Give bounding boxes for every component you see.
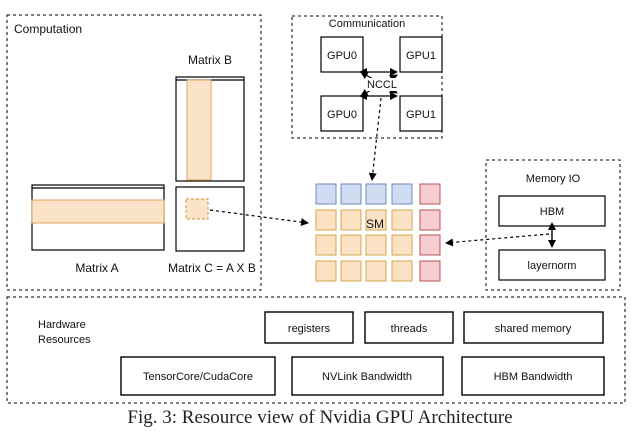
sm-red-cell <box>419 183 441 205</box>
computation-title: Computation <box>14 22 82 36</box>
resource-box <box>461 356 605 396</box>
sm-orange-cell <box>391 234 413 256</box>
sm-blue-cell <box>365 183 387 205</box>
memory-io-title: Memory IO <box>526 173 581 185</box>
hbm-box <box>498 195 606 227</box>
sm-red-cell <box>419 260 441 282</box>
matrix-c: Matrix C = A X B <box>168 186 256 275</box>
gpu-box <box>320 95 364 132</box>
resource-label: registers <box>288 323 331 335</box>
sm-orange-cell <box>391 260 413 282</box>
hardware-title-line2: Resources <box>38 334 91 346</box>
communication-panel: Communication GPU0 GPU1 GPU0 GPU1 NCCL <box>291 15 443 139</box>
sm-blue-cell <box>315 183 337 205</box>
memory-to-sm-arrow <box>445 233 550 247</box>
matrix-b-label: Matrix B <box>188 53 232 67</box>
sm-orange-cell <box>391 209 413 231</box>
resource-box <box>291 356 444 396</box>
sm-label: SM <box>366 217 384 231</box>
sm-orange-cell <box>365 260 387 282</box>
gpu-label: GPU0 <box>327 50 357 62</box>
hardware-title-line1: Hardware <box>38 319 86 331</box>
resource-label: shared memory <box>495 323 572 335</box>
matrix-a: Matrix A <box>31 184 165 275</box>
matrix-c-tile <box>185 198 209 220</box>
figure-caption: Fig. 3: Resource view of Nvidia GPU Arch… <box>127 407 513 428</box>
resource-box <box>264 311 354 344</box>
communication-title: Communication <box>329 18 405 30</box>
sm-orange-cell <box>340 234 362 256</box>
resource-box <box>463 311 604 344</box>
resource-label: TensorCore/CudaCore <box>143 371 253 383</box>
layernorm-box <box>498 249 606 281</box>
sm-orange-cell <box>315 209 337 231</box>
layernorm-label: layernorm <box>528 260 577 272</box>
gpu-label: GPU1 <box>406 50 436 62</box>
computation-panel: Computation Matrix B Matrix A Matrix C =… <box>6 14 262 291</box>
sm-orange-cell <box>340 260 362 282</box>
matrix-a-row-highlight <box>31 199 165 224</box>
gpu-box <box>399 95 443 132</box>
resource-label: threads <box>391 323 428 335</box>
resource-label: HBM Bandwidth <box>494 371 573 383</box>
matrix-a-label: Matrix A <box>75 261 118 275</box>
sm-orange-cell <box>340 209 362 231</box>
sm-orange-cell <box>315 234 337 256</box>
sm-red-cell <box>419 234 441 256</box>
matrix-c-label: Matrix C = A X B <box>168 261 256 275</box>
sm-red-cell <box>419 209 441 231</box>
memory-io-panel: Memory IO HBM layernorm <box>485 159 621 291</box>
sm-grid <box>315 183 441 282</box>
communication-to-sm-arrow <box>368 97 382 181</box>
resource-label: NVLink Bandwidth <box>322 371 412 383</box>
compute-to-sm-arrow <box>209 209 309 227</box>
sm-orange-cell <box>365 209 387 231</box>
gpu-label: GPU0 <box>327 109 357 121</box>
gpu-box <box>399 36 443 73</box>
sm-orange-cell <box>365 234 387 256</box>
matrix-b: Matrix B <box>175 53 245 182</box>
sm-orange-cell <box>315 260 337 282</box>
sm-blue-cell <box>391 183 413 205</box>
resource-box <box>364 311 454 344</box>
connectors <box>209 97 550 247</box>
resource-box <box>120 356 276 396</box>
matrix-b-column-highlight <box>186 79 212 181</box>
nccl-label: NCCL <box>367 79 397 91</box>
gpu-box <box>320 36 364 73</box>
sm-blue-cell <box>340 183 362 205</box>
hardware-resources-panel: Hardware Resources registers threads sha… <box>6 296 626 404</box>
gpu-label: GPU1 <box>406 109 436 121</box>
hbm-label: HBM <box>540 206 564 218</box>
